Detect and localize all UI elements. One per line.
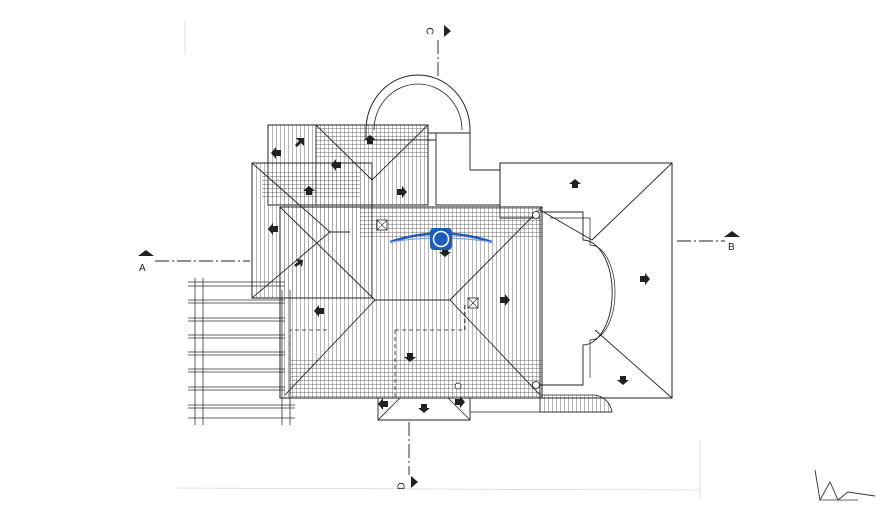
pergola <box>188 278 295 425</box>
downpipe <box>532 381 540 389</box>
flat-roof-connector <box>428 132 501 206</box>
roof-main <box>279 206 543 420</box>
downpipe <box>454 382 462 390</box>
slope-arrow-up <box>569 179 581 188</box>
slope-arrow-right <box>500 294 510 306</box>
slope-arrow-diag <box>295 138 304 147</box>
slope-arrows <box>268 135 650 413</box>
slope-arrow-left <box>331 159 341 171</box>
slope-arrow-down <box>617 376 629 385</box>
signature-mark <box>814 469 876 502</box>
downpipe <box>532 211 540 219</box>
slope-arrow-down <box>404 353 416 362</box>
slope-arrow-left <box>314 305 324 317</box>
slope-arrow-up <box>303 186 315 195</box>
slope-arrow-down <box>439 248 451 257</box>
section-label-c: C <box>423 27 435 35</box>
section-label-b: B <box>728 242 735 253</box>
slope-arrow-left <box>271 147 281 159</box>
roof-bay-top <box>365 74 471 141</box>
slope-arrow-right <box>640 273 650 285</box>
slope-arrow-left <box>378 398 388 410</box>
slope-arrow-right <box>455 396 465 408</box>
section-label-a: A <box>139 263 146 274</box>
property-logo-icon <box>389 228 493 250</box>
roof-right-wing <box>499 162 673 399</box>
sheet-edge-bottom <box>174 487 701 491</box>
section-line-a <box>138 250 250 262</box>
section-line-c <box>437 25 451 80</box>
slope-arrow-right <box>397 186 407 198</box>
terrace-curve <box>539 394 613 413</box>
section-line-d <box>408 422 418 488</box>
slope-arrow-up <box>364 135 376 144</box>
slope-arrow-diag <box>294 259 303 267</box>
slope-arrow-left <box>268 223 278 235</box>
slope-arrow-down <box>418 404 430 413</box>
section-label-d: D <box>396 482 408 490</box>
section-line-b <box>677 231 740 242</box>
